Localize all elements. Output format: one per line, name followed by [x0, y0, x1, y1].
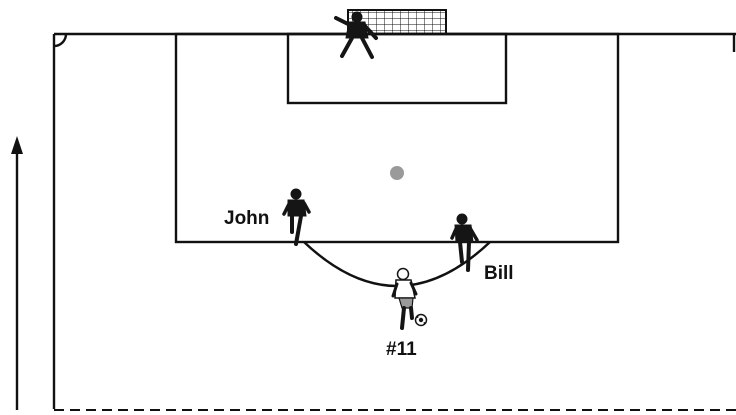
- attacker-11-player-icon: [393, 269, 416, 329]
- bill-label: Bill: [484, 264, 514, 283]
- penalty-spot: [390, 166, 404, 180]
- goal-area: [288, 34, 506, 103]
- corner-arc: [54, 34, 66, 46]
- attacker-number-label: #11: [386, 340, 417, 359]
- direction-arrow-icon: [11, 136, 23, 410]
- john-player-icon: [284, 189, 309, 244]
- soccer-ball-icon: [416, 315, 427, 326]
- john-label: John: [224, 209, 269, 228]
